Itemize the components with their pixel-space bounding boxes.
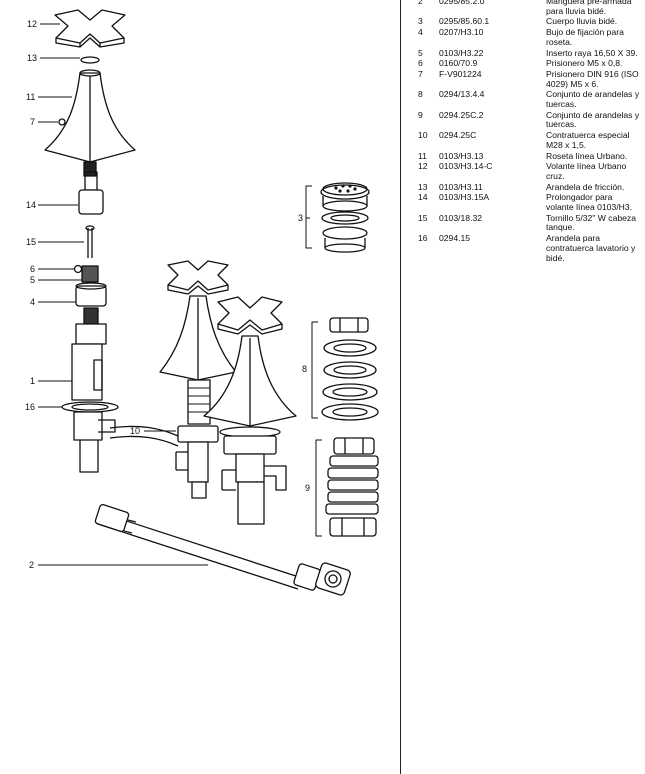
part-code: 0294.15 [439,233,471,244]
parts-list-row: 9 0294.25C.2 Conjunto de arandelas y tuerc… [418,109,640,130]
pre-assembled-hose-part [94,503,351,596]
part-description: Roseta línea Urbano. [546,150,628,161]
parts-list-row: 2 0295/85.2.0 Manguera pre-armada para llu… [418,0,640,16]
part-code: 0294.25C.2 [439,109,484,120]
friction-washer-part [80,56,100,64]
parts-list-row: 3 0295/85.60.1 Cuerpo lluvia bidé. [418,17,640,27]
column-divider [400,0,401,774]
parts-list-row: 4 0207/H3.10 Bujo de fijación para roseta. [418,27,640,47]
part-code: 0103/H3.22 [439,47,484,58]
parts-list: 2 0295/85.2.0 Manguera pre-armada para llu… [418,0,640,264]
callout-leaders [38,23,322,566]
callout-14: 14 [26,200,36,210]
set-screw-part [73,264,83,274]
callout-4: 4 [30,297,35,307]
parts-list-row: 11 0103/H3.13 Roseta línea Urbano. [418,150,640,162]
part-code: 0295/85.60.1 [439,16,490,27]
callout-15: 15 [26,237,36,247]
fixing-bushing-part [75,282,107,307]
locknut-washer-part [61,401,119,413]
part-number: 9 [418,109,423,120]
part-description: Cuerpo lluvia bidé. [546,16,618,27]
part-number: 8 [418,89,423,100]
part-description: Arandela para contratuerca lavatorio y b… [546,233,636,263]
part-description: Manguera pre-armada para lluvia bidé. [546,0,632,16]
parts-list-row: 15 0103/18.32 Tornillo 5/32" W cabeza tanq… [418,212,640,233]
insert-part [81,265,99,283]
part-description: Volante línea Urbano cruz. [546,161,627,181]
parts-list-row: 8 0294/13.4.4 Conjunto de arandelas y tuer… [418,89,640,110]
callout-1: 1 [30,376,35,386]
tank-head-screw-part [85,225,95,258]
callout-3: 3 [298,213,303,223]
handle-extension-part [78,171,104,215]
callout-8: 8 [302,364,307,374]
parts-list-row: 10 0294.25C Contratuerca especial M28 x 1,… [418,130,640,150]
part-code: 0160/70.9 [439,58,478,69]
part-description: Conjunto de arandelas y tuercas. [546,89,640,110]
part-number: 13 [418,181,428,192]
cross-handle-part [54,9,126,48]
part-description: Bujo de fijación para roseta. [546,27,624,47]
part-description: Inserto raya 16,50 X 39. [546,47,638,58]
part-description: Conjunto de arandelas y tuercas. [546,109,640,130]
part-number: 4 [418,27,423,38]
part-number: 6 [418,58,423,69]
part-code: 0103/H3.11 [439,181,483,192]
parts-list-row: 16 0294.15 Arandela para contratuerca lava… [418,233,640,263]
washer-nut-set-8 [321,317,379,421]
valve-body-lower [73,411,116,473]
part-description: Prisionero DIN 916 (ISO 4029) M5 x 6. [546,68,639,89]
callout-13: 13 [27,53,37,63]
callout-11: 11 [26,92,35,102]
callout-10: 10 [130,426,140,436]
rosette-part [44,69,136,163]
callout-numbers: 12 13 11 7 14 15 6 5 4 1 16 10 2 3 8 9 [25,19,310,570]
parts-list-row: 5 0103/H3.22 Inserto raya 16,50 X 39. [418,47,640,59]
parts-list-row: 6 0160/70.9 Prisionero M5 x 0,8. [418,59,640,69]
part-number: 15 [418,212,428,223]
part-code: 0295/85.2.0 [439,0,485,6]
parts-list-row: 13 0103/H3.11 Arandela de fricción. [418,181,640,193]
part-code: 0294/13.4.4 [439,89,485,100]
part-description: Prisionero M5 x 0,8. [546,58,623,69]
callout-16: 16 [25,402,35,412]
exploded-parts-diagram: 12 13 11 7 14 15 6 5 4 1 16 10 2 3 8 9 [25,9,379,596]
part-number: 12 [418,161,428,172]
part-description: Contratuerca especial M28 x 1,5. [546,130,630,150]
callout-2: 2 [29,560,34,570]
part-code: 0103/H3.13 [439,150,484,161]
part-number: 3 [418,16,423,27]
washer-nut-set-9 [325,437,379,537]
part-number: 5 [418,47,423,58]
callout-12: 12 [27,19,37,29]
part-number: 10 [418,130,428,141]
parts-list-row: 14 0103/H3.15A Prolongador para volante lí… [418,192,640,213]
bidet-spray-body-part [320,182,370,253]
part-number: 14 [418,192,428,203]
callout-6: 6 [30,264,35,274]
assembled-faucet [109,260,297,525]
part-description: Prolongador para volante línea 0103/H3. [546,192,633,213]
part-code: 0294.25C [439,130,477,141]
callout-5: 5 [30,275,35,285]
part-code: F-V901224 [439,68,482,79]
part-code: 0103/H3.15A [439,192,490,203]
part-number: 16 [418,233,428,244]
part-number: 7 [418,68,423,79]
part-description: Arandela de fricción. [546,181,625,192]
part-number: 2 [418,0,423,6]
part-code: 0103/H3.14-C [439,161,493,172]
spline-shaft [83,161,97,177]
part-description: Tornillo 5/32" W cabeza tanque. [546,212,636,233]
parts-list-row: 12 0103/H3.14-C Volante línea Urbano cruz. [418,161,640,181]
part-number: 11 [418,150,427,161]
callout-7: 7 [30,117,35,127]
parts-list-row: 7 F-V901224 Prisionero DIN 916 (ISO 4029) … [418,68,640,89]
part-code: 0207/H3.10 [439,27,484,38]
valve-cartridge-part [71,307,107,401]
part-code: 0103/18.32 [439,212,483,223]
callout-9: 9 [305,483,310,493]
